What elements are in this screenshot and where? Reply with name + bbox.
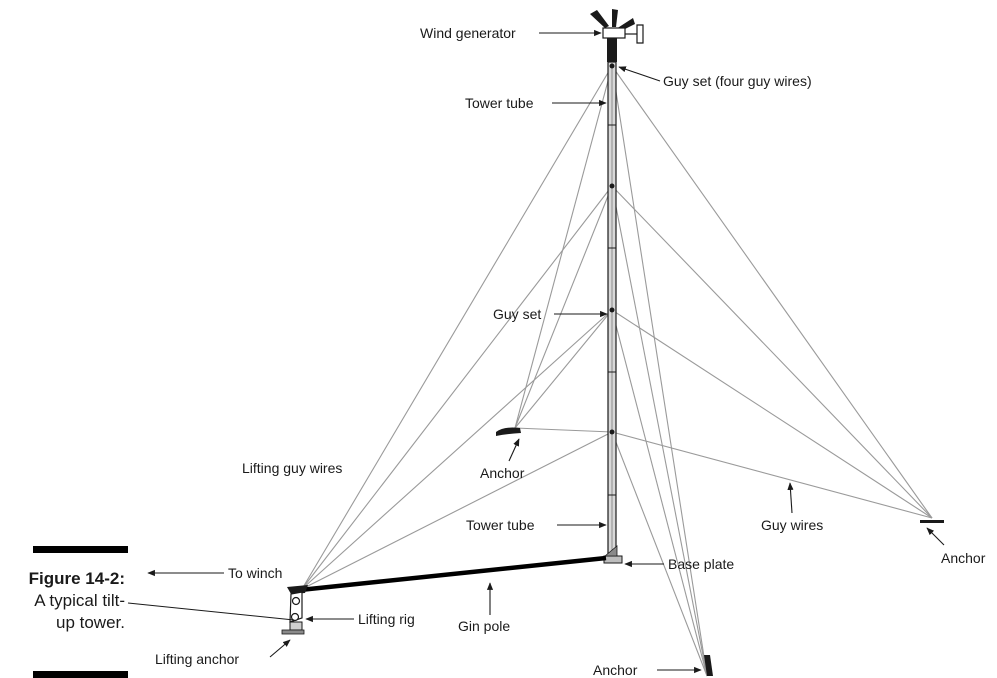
guy-wires [301,65,933,677]
anchor-front-icon [704,655,713,676]
figure-caption: Figure 14-2: A typical tilt- up tower. [29,546,128,678]
label-lifting-anchor: Lifting anchor [155,651,239,667]
label-wind-generator: Wind generator [420,25,516,41]
label-guy-set-top: Guy set (four guy wires) [663,73,812,89]
caption-top-rule [33,546,128,553]
caption-bottom-rule [33,671,128,678]
label-tower-tube-top: Tower tube [465,95,534,111]
label-base-plate: Base plate [668,556,734,572]
pointer-arrows [147,29,945,674]
label-anchor-right: Anchor [941,550,986,566]
label-lifting-guy-wires: Lifting guy wires [242,460,342,476]
caption-number: Figure 14-2: [29,569,125,588]
lifting-rig-icon [281,585,308,635]
gin-pole [299,555,607,593]
winch-rope [127,602,295,621]
label-guy-set-mid: Guy set [493,306,541,322]
label-to-winch: To winch [228,565,282,581]
label-gin-pole: Gin pole [458,618,510,634]
wind-generator-icon [590,9,644,62]
base-plate [603,545,623,564]
label-guy-wires: Guy wires [761,517,823,533]
label-anchor-front: Anchor [593,662,638,678]
label-tower-tube-bottom: Tower tube [466,517,535,533]
label-anchor-back: Anchor [480,465,525,481]
caption-line-2: up tower. [56,613,125,632]
anchor-right-icon [920,520,944,523]
caption-line-1: A typical tilt- [34,591,125,610]
anchor-back-icon [496,427,521,436]
label-lifting-rig: Lifting rig [358,611,415,627]
tower-tube [607,61,617,561]
